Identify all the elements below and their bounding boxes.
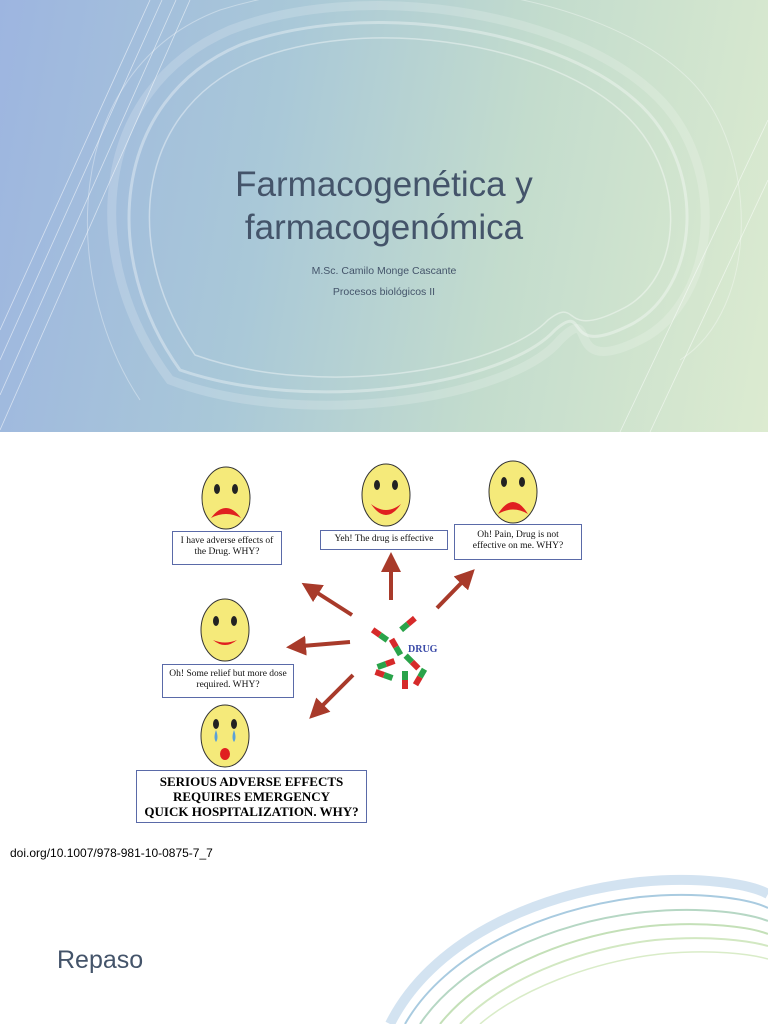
sad-face-icon bbox=[488, 460, 538, 524]
effective-caption: Yeh! The drug is effective bbox=[334, 534, 434, 544]
title-slide: Farmacogenética y farmacogenómica M.Sc. … bbox=[0, 0, 768, 432]
drug-pills-icon bbox=[370, 615, 428, 689]
course-subtitle: Procesos biológicos II bbox=[332, 286, 436, 298]
slide-title: Farmacogenética y farmacogenómica bbox=[0, 163, 768, 249]
more-dose-caption: Oh! Some relief but more dose required. … bbox=[169, 669, 287, 690]
happy-face-icon bbox=[361, 463, 411, 527]
adverse-effects-caption: I have adverse effects of the Drug. WHY? bbox=[180, 536, 274, 557]
title-line-2: farmacogenómica bbox=[244, 208, 524, 247]
arrow-to-more-dose bbox=[286, 635, 351, 656]
arrow-to-adverse bbox=[301, 582, 354, 617]
drug-response-slide: DRUG I have adverse effects of the Drug.… bbox=[0, 432, 768, 864]
arrow-to-serious bbox=[309, 673, 355, 719]
arrow-to-not-effective bbox=[435, 569, 475, 610]
sad-face-icon bbox=[201, 466, 251, 530]
adverse-effects-caption-box: I have adverse effects of the Drug. WHY? bbox=[172, 531, 282, 565]
effective-caption-box: Yeh! The drug is effective bbox=[320, 530, 448, 550]
serious-effects-caption: SERIOUS ADVERSE EFFECTS REQUIRES EMERGEN… bbox=[137, 774, 366, 819]
drug-response-diagram: DRUG bbox=[200, 460, 538, 768]
repaso-slide: Repaso bbox=[0, 864, 768, 1024]
serious-effects-caption-box: SERIOUS ADVERSE EFFECTS REQUIRES EMERGEN… bbox=[136, 770, 367, 823]
serious-line-2: REQUIRES EMERGENCY bbox=[172, 789, 331, 804]
not-effective-caption: Oh! Pain, Drug is not effective on me. W… bbox=[472, 530, 564, 551]
serious-line-1: SERIOUS ADVERSE EFFECTS bbox=[159, 774, 344, 789]
title-line-1: Farmacogenética y bbox=[235, 165, 533, 204]
not-effective-caption-box: Oh! Pain, Drug is not effective on me. W… bbox=[454, 524, 582, 560]
crying-face-icon bbox=[200, 704, 250, 768]
author-subtitle: M.Sc. Camilo Monge Cascante bbox=[311, 265, 457, 277]
drug-label: DRUG bbox=[408, 644, 438, 655]
serious-line-3: QUICK HOSPITALIZATION. WHY? bbox=[144, 804, 359, 819]
repaso-title: Repaso bbox=[57, 946, 144, 974]
more-dose-caption-box: Oh! Some relief but more dose required. … bbox=[162, 664, 294, 698]
arrows bbox=[286, 552, 475, 719]
background-swirl bbox=[385, 874, 768, 1024]
doi-reference: doi.org/10.1007/978-981-10-0875-7_7 bbox=[10, 846, 213, 860]
background-swirl bbox=[0, 0, 768, 432]
slight-smile-face-icon bbox=[200, 598, 250, 662]
